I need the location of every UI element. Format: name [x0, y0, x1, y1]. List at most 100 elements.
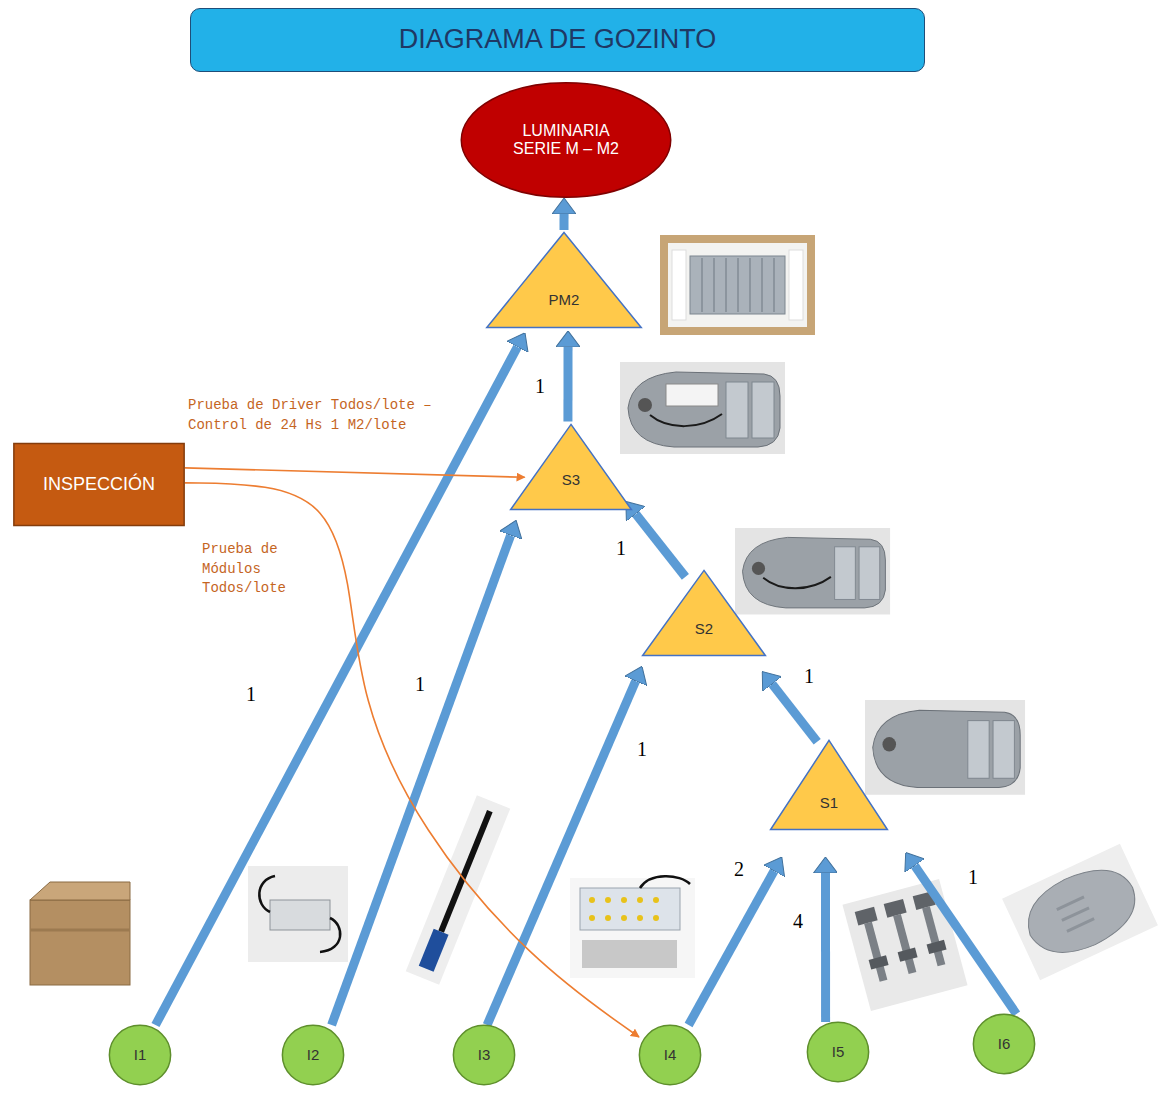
driver-photo [248, 866, 348, 962]
inspection-note: Prueba de Módulos Todos/lote [200, 540, 312, 599]
assembly-arrow [689, 871, 774, 1025]
packaged-luminaire-photo [672, 250, 686, 320]
led-module-photo [605, 897, 611, 903]
led-module-photo [637, 915, 643, 921]
inspection-box-outline [14, 443, 184, 525]
quantity-label: 2 [732, 858, 746, 880]
assembly-triangle-outline [486, 232, 642, 328]
carton-box-photo [30, 882, 130, 985]
led-module-photo [637, 897, 643, 903]
led-module-photo [589, 915, 595, 921]
item-circle-outline [639, 1025, 700, 1084]
led-module-photo [582, 940, 677, 968]
assembly-triangle: S3 [510, 424, 632, 510]
assembly-arrow [332, 535, 511, 1025]
diagram-title: DIAGRAMA DE GOZINTO [399, 24, 717, 55]
bolts-photo [842, 879, 967, 1011]
quantity-label: 1 [614, 537, 628, 559]
assembly-arrow [487, 681, 636, 1025]
led-module-photo [640, 876, 690, 888]
assembly-triangle-outline [487, 232, 641, 327]
node-label: I4 [664, 1046, 677, 1063]
product-ellipse: LUMINARIA SERIE M – M2 [460, 82, 672, 198]
assembly-photo [638, 398, 652, 412]
assembly-arrow [915, 866, 1017, 1014]
inspection-box: INSPECCIÓN [13, 443, 185, 526]
assembly-photo [628, 372, 780, 447]
quantity-label: 4 [791, 910, 805, 932]
bolts-photo [869, 955, 889, 969]
assembly-photo [968, 721, 989, 779]
led-module-photo [653, 915, 659, 921]
driver-photo [270, 900, 330, 930]
led-module-photo [570, 878, 695, 978]
carton-box-photo [30, 929, 130, 932]
quantity-label: 1 [533, 375, 547, 397]
node-label: LUMINARIA SERIE M – M2 [509, 122, 624, 159]
item-circle: I3 [453, 1025, 515, 1085]
node-label: I5 [832, 1043, 845, 1060]
item-circle: I2 [282, 1025, 344, 1085]
assembly-photo [752, 382, 774, 438]
assembly-arrow [821, 873, 830, 1022]
node-label: I3 [478, 1046, 491, 1063]
packaged-luminaire-photo [789, 250, 803, 320]
node-label: S1 [820, 794, 838, 811]
assembly-photo [620, 362, 785, 454]
packaged-luminaire-photo [660, 235, 815, 335]
assembly-arrow [156, 347, 518, 1025]
bolts-photo [893, 914, 916, 974]
inspection-connector [185, 483, 639, 1037]
assembly-arrow [560, 214, 569, 230]
packaged-luminaire-photo [690, 256, 785, 314]
housing-photo [1002, 844, 1158, 981]
quantity-label: 1 [413, 673, 427, 695]
node-label: I6 [998, 1035, 1011, 1052]
assembly-photo [735, 528, 890, 614]
inspection-connector [185, 468, 525, 477]
carton-box-photo [30, 882, 130, 900]
led-module-photo [605, 915, 611, 921]
cable-photo [441, 811, 490, 932]
item-circle: I5 [807, 1022, 869, 1082]
assembly-triangle: S1 [770, 740, 888, 830]
assembly-triangle: PM2 [486, 232, 642, 328]
packaged-luminaire-photo [702, 258, 774, 312]
assembly-photo [873, 710, 1020, 787]
connector-group [156, 214, 1017, 1037]
node-label: S3 [562, 471, 580, 488]
assembly-arrow [563, 347, 572, 422]
assembly-triangle-outline [642, 570, 766, 656]
assembly-triangle-outline [771, 740, 888, 829]
bolts-photo [864, 922, 887, 982]
inspection-note: Prueba de Driver Todos/lote – Control de… [186, 396, 448, 435]
bolts-photo [927, 940, 947, 954]
quantity-label: 1 [244, 683, 258, 705]
node-label: I2 [307, 1046, 320, 1063]
item-circle: I6 [973, 1014, 1035, 1074]
item-circle-outline [807, 1022, 868, 1081]
assembly-photo [763, 577, 831, 588]
assembly-triangle-outline [643, 570, 766, 655]
item-circle: I1 [109, 1025, 171, 1085]
assembly-photo [993, 721, 1014, 779]
led-module-photo [580, 888, 680, 930]
quantity-label: 1 [635, 738, 649, 760]
assembly-photo [752, 562, 765, 575]
driver-photo [248, 866, 348, 962]
item-circle-outline [282, 1025, 343, 1084]
quantity-label: 1 [966, 866, 980, 888]
led-module-photo [621, 915, 627, 921]
assembly-photo [859, 547, 880, 600]
assembly-triangle-outline [511, 424, 632, 509]
cable-photo [406, 795, 511, 985]
carton-box-photo [30, 900, 130, 985]
assembly-triangle-outline [510, 424, 632, 510]
cable-photo [419, 929, 449, 972]
bolts-photo [922, 906, 945, 966]
assembly-photo [735, 528, 890, 614]
assembly-photo [835, 547, 856, 600]
assembly-photo [726, 382, 748, 438]
